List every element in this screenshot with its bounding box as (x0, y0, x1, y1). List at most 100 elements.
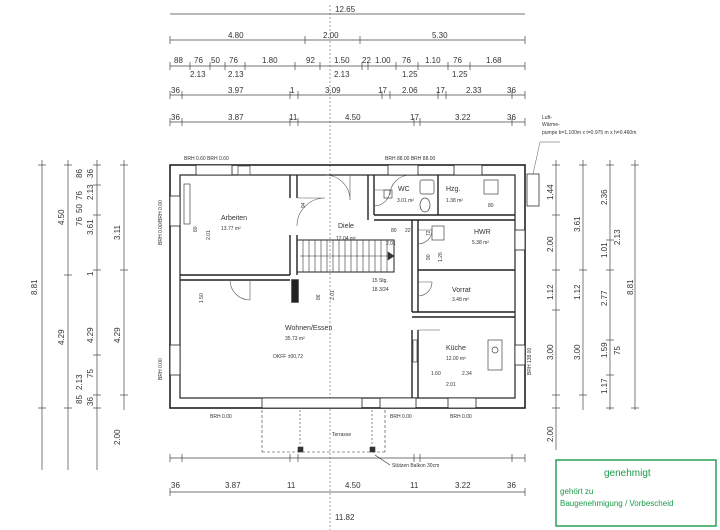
left-stack-dim: 36 (86, 397, 95, 406)
inner-dim: 86 (316, 294, 322, 300)
room-wohnen-area: 35.73 m² (285, 336, 305, 342)
left-stack-dim: 1 (86, 271, 95, 276)
room-arbeiten-name: Arbeiten (221, 215, 247, 222)
stamp-line1: gehört zu (560, 487, 593, 496)
top-row1-dim: 4.80 (228, 31, 244, 40)
balcony-note: Stützen Balkon 30cm (392, 463, 439, 469)
inner-dim: 1.60 (431, 371, 441, 377)
top-row2-dim: 76 (229, 56, 238, 65)
left-stack-dim: 2.13 (75, 374, 84, 390)
top-row2b-dim: 2.13 (190, 70, 206, 79)
brh-label: BRH 138.00 (527, 348, 533, 375)
top-row2b-dim: 1.25 (402, 70, 418, 79)
top-row2-dim: 92 (306, 56, 315, 65)
top-row3-dim: 17 (378, 86, 387, 95)
room-diele-name: Diele (338, 223, 354, 230)
bottom-overall-dim: 11.82 (335, 513, 355, 522)
room-hwr-area: 5.38 m² (472, 240, 489, 246)
top-row2-dim: 1.80 (262, 56, 278, 65)
top-row2-dim: 1.00 (375, 56, 391, 65)
top-row3-dim: 1 (290, 86, 295, 95)
room-hzg-name: Hzg. (446, 186, 460, 193)
left-stack-dim: 4.29 (113, 327, 122, 343)
brh-label: BRH 0.00 (450, 414, 472, 420)
stair-steps: 15 Stg. (372, 278, 388, 284)
stamp-title: genehmigt (604, 468, 651, 479)
left-dimension-chains (38, 160, 128, 470)
right-stack-dim: 2.13 (613, 229, 622, 245)
windows (169, 164, 526, 409)
heat-pump-note-line1: Luft- (542, 115, 552, 121)
left-stack-dim: 4.29 (86, 327, 95, 343)
room-diele-area: 12.04 m² (336, 236, 356, 242)
room-terrasse-name: Terrasse (332, 432, 351, 438)
brh-label: BRH 88.00 BRH 88.00 (385, 156, 436, 162)
left-stack-dim: 2.13 (86, 184, 95, 200)
bottom-dimension-chains (169, 454, 526, 496)
left-stack-dim: 3.11 (113, 224, 122, 240)
right-stack-dim: 2.00 (546, 236, 555, 252)
room-hwr-name: HWR (474, 229, 491, 236)
top-row4-dim: 4.50 (345, 113, 361, 122)
room-wc-name: WC (398, 186, 410, 193)
top-row4-dim: 11 (289, 113, 298, 122)
right-stack-dim: 1.17 (600, 378, 609, 394)
left-stack-dim: 50 (75, 204, 84, 213)
inner-dim: 2.34 (462, 371, 472, 377)
bottom-row1-dim: 3.87 (225, 481, 241, 490)
right-overall-dim: 8.81 (626, 279, 635, 295)
left-stack-dim: 76 (75, 217, 84, 226)
inner-dim: 90 (426, 254, 432, 260)
right-stack-dim: 75 (613, 346, 622, 355)
top-overall-dim: 12.65 (335, 5, 356, 14)
brh-label: BRH 0.00 (158, 358, 164, 380)
bottom-row1-dim: 36 (171, 481, 180, 490)
brh-label: BRH 0.60 BRH 0.60 (184, 156, 229, 162)
right-stack-dim: 2.77 (600, 290, 609, 306)
room-wohnen-name: Wohnen/Essen (285, 325, 332, 332)
top-row2-dim: 22 (362, 56, 371, 65)
room-vorrat-name: Vorrat (452, 287, 471, 294)
top-dimension-labels: 12.65 4.80 2.00 5.30 88 76 50 76 1.80 92… (171, 5, 516, 122)
inner-dim: 1.50 (199, 293, 205, 303)
left-stack-dim: 75 (86, 369, 95, 378)
left-stack-dim: 85 (75, 395, 84, 404)
brh-label: BRH 0.00/BRH 0.00 (158, 200, 164, 245)
top-row2-dim: 1.10 (425, 56, 441, 65)
left-dimension-labels: 8.81 4.50 4.29 36 86 76 50 76 2.13 3.61 … (30, 169, 122, 445)
top-row2-dim: 76 (402, 56, 411, 65)
inner-dim: 22 (405, 228, 411, 234)
exterior-walls (169, 164, 526, 409)
top-row3-dim: 3.09 (325, 86, 341, 95)
top-row1-dim: 2.00 (323, 31, 339, 40)
left-overall-dim: 8.81 (30, 279, 39, 295)
fixtures (183, 165, 503, 371)
top-row2-dim: 76 (453, 56, 462, 65)
left-stack-dim: 86 (75, 169, 84, 178)
heat-pump-note-line2: Wärme- (542, 122, 560, 128)
top-row3-dim: 36 (507, 86, 516, 95)
left-stack-dim: 3.61 (86, 219, 95, 235)
right-stack-dim: 3.00 (573, 344, 582, 360)
right-stack-dim: 3.00 (546, 344, 555, 360)
right-stack-dim: 1.59 (600, 342, 609, 358)
right-lower-dim: 2.00 (546, 426, 555, 442)
room-hzg-area: 1.38 m² (446, 198, 463, 204)
right-stack-dim: 1.01 (600, 242, 609, 258)
top-row2b-dim: 2.13 (334, 70, 350, 79)
top-row4-dim: 36 (507, 113, 516, 122)
inner-dim: 2.01 (206, 230, 212, 240)
right-stack-dim: 1.12 (573, 284, 582, 300)
bottom-row1-dim: 3.22 (455, 481, 471, 490)
brh-label: BRH 0.00 (210, 414, 232, 420)
stair-ratio: 18.3/24 (372, 287, 389, 293)
room-vorrat-area: 3.48 m² (452, 297, 469, 303)
room-kueche-area: 12.00 m² (446, 356, 466, 362)
top-row3-dim: 2.06 (402, 86, 418, 95)
bottom-row1-dim: 36 (507, 481, 516, 490)
bottom-row1-dim: 4.50 (345, 481, 361, 490)
inner-dim: 1.26 (438, 252, 444, 262)
left-segment-dim: 4.50 (57, 209, 66, 225)
staircase (300, 240, 395, 272)
top-row4-dim: 17 (410, 113, 419, 122)
